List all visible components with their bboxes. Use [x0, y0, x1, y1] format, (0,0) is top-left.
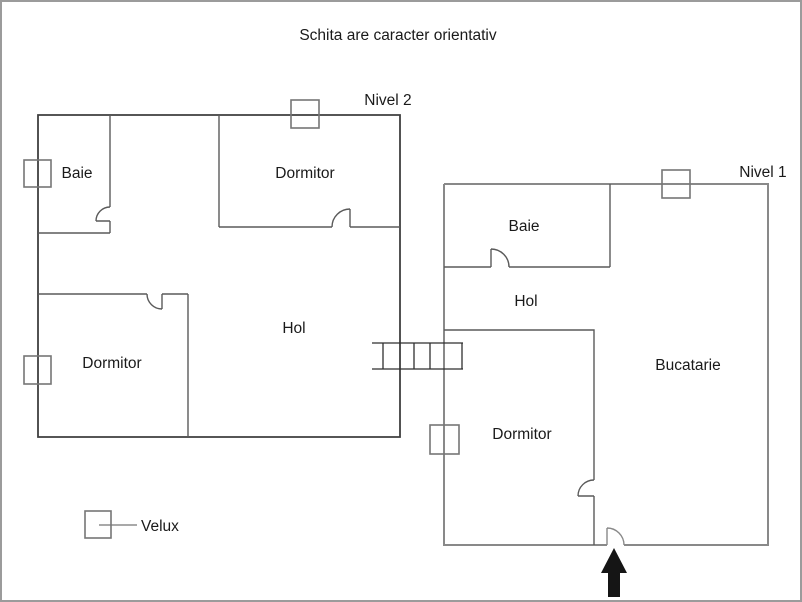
nivel1-interior-walls — [444, 184, 611, 545]
nivel1-entrance-door-arc-icon — [606, 527, 625, 546]
velux-window-icon-nivel2-top — [290, 99, 320, 129]
nivel2-dormitor-bottom-wall-right — [162, 293, 189, 437]
nivel2-outer-walls — [37, 114, 401, 438]
velux-window-icon-nivel2-baie — [23, 159, 52, 188]
velux-window-icon-nivel2-dormitor — [23, 355, 52, 385]
velux-window-icon-nivel1-dormitor — [429, 424, 460, 455]
staircase-icon — [372, 342, 463, 370]
nivel2-dormitor-top-door-arc-icon — [331, 208, 400, 228]
room-label-nivel2-baie: Baie — [61, 165, 92, 182]
nivel2-label: Nivel 2 — [364, 92, 411, 109]
nivel1-baie-wall — [509, 184, 611, 268]
nivel2-baie-door-arc-icon — [38, 206, 111, 234]
room-label-nivel1-bucatarie: Bucatarie — [655, 357, 720, 374]
entrance-arrow-icon — [601, 548, 627, 597]
room-label-nivel2-dormitor-top: Dormitor — [275, 165, 334, 182]
page-title: Schita are caracter orientativ — [299, 27, 497, 44]
nivel2-dormitor-bottom-door-arc-icon — [146, 293, 163, 310]
velux-window-icon-nivel1-top — [661, 169, 691, 199]
nivel1-outer-wall — [443, 183, 769, 546]
nivel1-baie-door-arc-icon — [444, 248, 510, 268]
velux-legend-label: Velux — [141, 518, 179, 535]
nivel1-dormitor-door-arc-icon — [577, 479, 595, 545]
nivel2-outer-wall — [37, 114, 401, 438]
velux-windows — [23, 99, 691, 539]
labels: Schita are caracter orientativ Nivel 2 N… — [61, 27, 786, 535]
nivel1-dormitor-wall — [444, 329, 595, 480]
room-label-nivel1-hol: Hol — [514, 293, 537, 310]
nivel2-interior-walls — [38, 115, 400, 437]
room-label-nivel1-baie: Baie — [508, 218, 539, 235]
room-label-nivel2-hol: Hol — [282, 320, 305, 337]
staircase-steps — [372, 342, 463, 370]
room-label-nivel1-dormitor: Dormitor — [492, 426, 551, 443]
nivel2-dormitor-top-wall — [218, 115, 332, 228]
room-label-nivel2-dormitor-bottom: Dormitor — [82, 355, 141, 372]
nivel1-label: Nivel 1 — [739, 164, 786, 181]
nivel1-outer-walls — [443, 183, 769, 546]
